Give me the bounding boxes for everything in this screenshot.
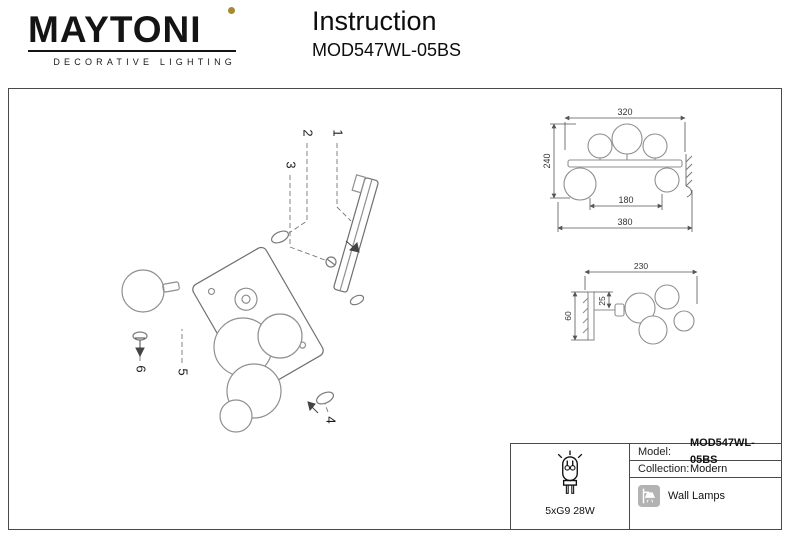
part-label-2: 2 [301,129,316,136]
dimension-labels-side: 230 25 60 [565,261,648,321]
dimension-lines-side [571,269,698,341]
drawing-area [8,88,782,530]
dimension-labels-front: 320 240 180 380 [542,107,634,227]
part-numbers: 1 2 3 4 5 6 [134,129,346,423]
dimension-lines-front [550,115,693,232]
dim-front-total-width: 380 [617,217,632,227]
dimension-drawing-side: 230 25 60 [565,261,698,345]
dimension-drawing-front: 320 240 180 380 [542,107,693,232]
leader-lines [139,143,352,413]
wall-bracket-arm [333,174,379,293]
page-title: Instruction [312,6,437,36]
model-label: Model: [638,445,672,458]
lamp-side [582,284,695,345]
model-number: MOD547WL-05BS [312,40,462,60]
sphere-connector [162,281,180,293]
wall-mount-front [685,154,693,198]
glass-spheres [121,269,303,433]
spec-row-model: Model: MOD547WL-05BS [630,437,782,466]
dim-front-height: 240 [542,153,552,168]
collection-value: Modern [690,462,728,475]
dim-side-height: 60 [565,311,573,321]
spec-row-category: Wall Lamps [630,478,782,530]
fasteners [132,230,365,405]
lamp-front [563,123,683,201]
part-label-1: 1 [331,129,346,136]
spec-row-collection: Collection: Modern [630,461,782,478]
dim-front-inner-width: 180 [618,195,633,205]
bulb-spec-label: 5xG9 28W [545,505,595,517]
bulb-icon [557,450,583,494]
exploded-view-diagram: 1 2 3 4 5 6 [121,129,379,433]
collection-label: Collection: [638,462,690,475]
model-value: MOD547WL-05BS [690,437,755,466]
title-block: Instruction MOD547WL-05BS [312,6,461,61]
wall-lamp-icon [638,485,660,507]
bulb-cell: 5xG9 28W [511,444,630,530]
brand-logo: MAYTONI DECORATIVE LIGHTING [28,7,236,68]
dim-side-offset: 25 [597,296,607,306]
spec-panel: 5xG9 28W Model: MOD547WL-05BS Collection… [510,437,782,530]
spec-info: Model: MOD547WL-05BS Collection: Modern [630,437,782,530]
dim-front-top-width: 320 [617,107,632,117]
brand-wordmark: MAYTONI [28,7,236,53]
direction-arrows [135,240,360,414]
part-label-3: 3 [284,161,299,168]
category-label: Wall Lamps [668,490,726,502]
part-label-6: 6 [134,365,149,372]
brand-dot-icon [228,7,235,14]
part-label-4: 4 [324,416,339,423]
brand-text: MAYTONI [28,9,202,50]
brand-subtitle: DECORATIVE LIGHTING [53,57,236,68]
dim-side-width: 230 [634,261,648,271]
part-label-5: 5 [176,368,191,375]
